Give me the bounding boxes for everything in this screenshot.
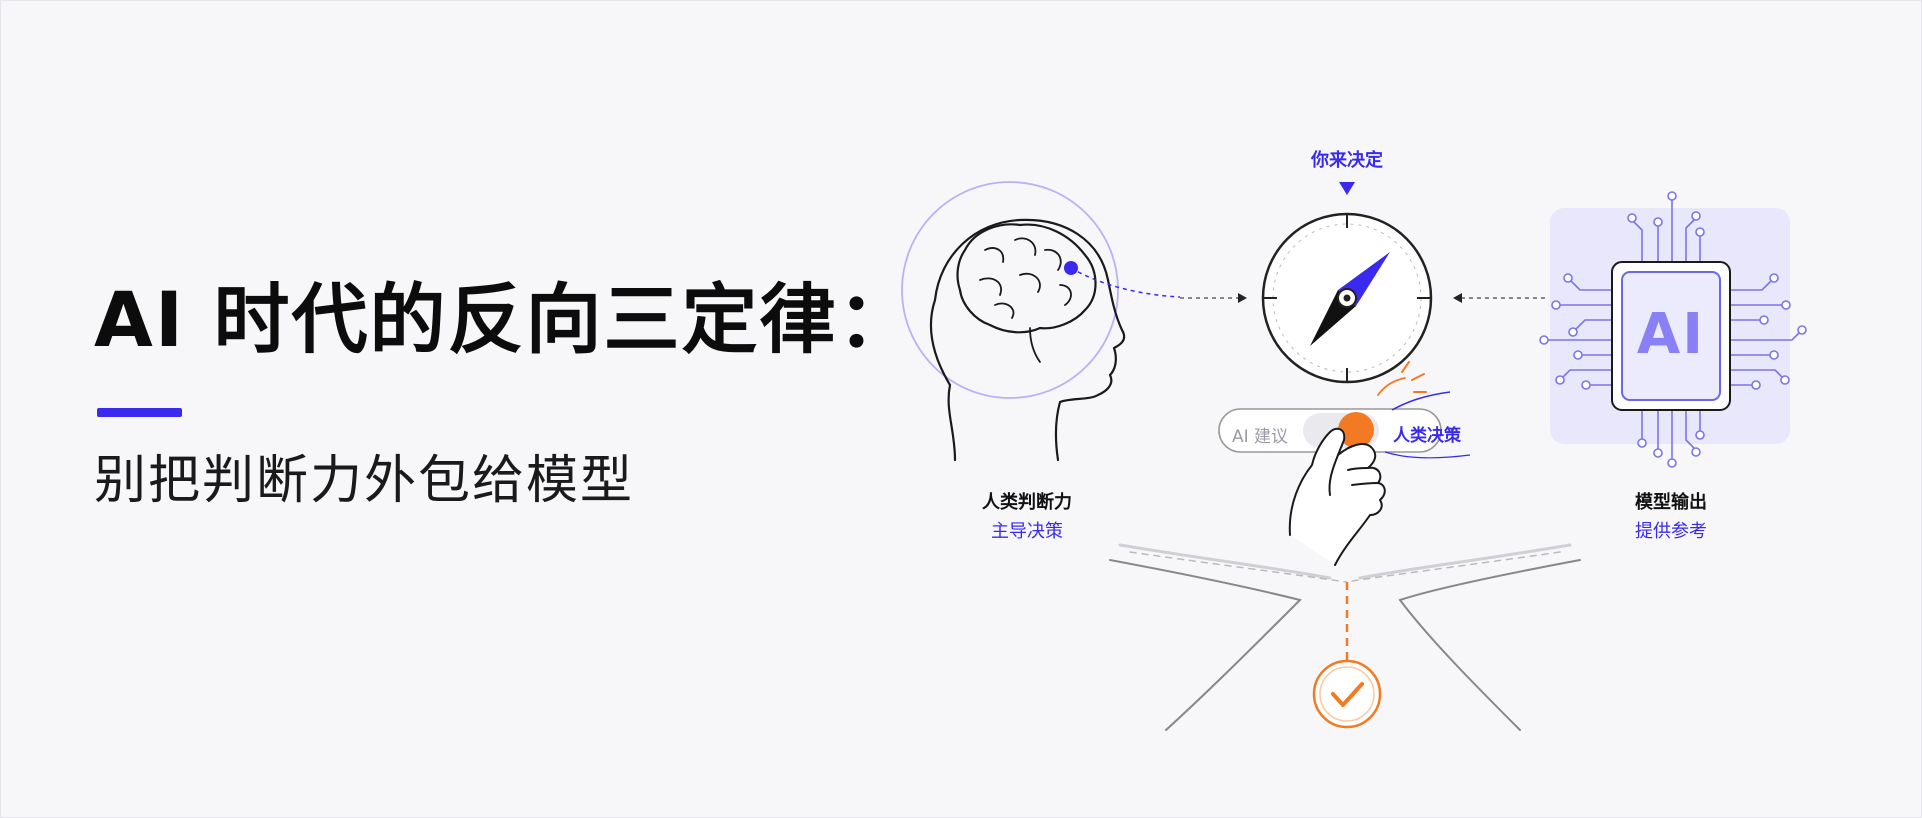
ai-chip-label: AI bbox=[1636, 302, 1706, 367]
human-judgment-sublabel: 主导决策 bbox=[991, 521, 1063, 542]
compass-icon bbox=[1261, 212, 1433, 384]
human-head-icon bbox=[901, 181, 1126, 462]
check-circle-icon bbox=[1312, 659, 1382, 729]
hand-icon bbox=[1288, 427, 1386, 566]
page-subtitle: 别把判断力外包给模型 bbox=[94, 451, 635, 511]
fork-road-icon bbox=[1109, 543, 1581, 731]
model-output-label: 模型输出 bbox=[1635, 492, 1707, 513]
model-output-sublabel: 提供参考 bbox=[1635, 521, 1707, 542]
decision-illustration bbox=[901, 181, 1807, 731]
ai-chip-icon bbox=[1539, 191, 1807, 468]
page-title: AI 时代的反向三定律： bbox=[94, 275, 916, 364]
toggle-ai-suggestion-label: AI 建议 bbox=[1232, 427, 1289, 447]
human-judgment-label: 人类判断力 bbox=[982, 492, 1072, 513]
toggle-human-decision-label: 人类决策 bbox=[1393, 426, 1461, 446]
decide-label: 你来决定 bbox=[1311, 150, 1383, 171]
decision-toggle bbox=[1218, 361, 1471, 459]
decide-pointer-icon bbox=[1339, 182, 1355, 195]
title-accent-bar bbox=[97, 408, 182, 417]
